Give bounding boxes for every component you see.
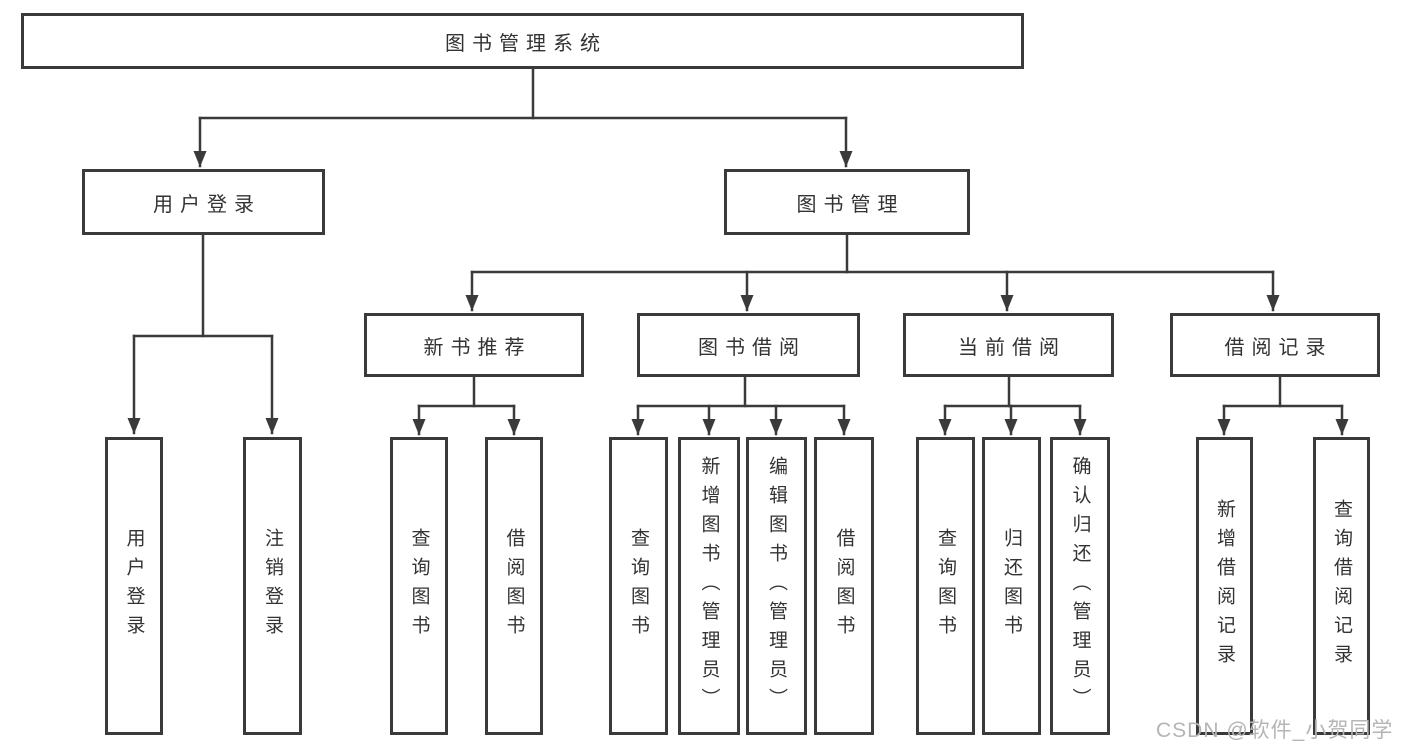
leaf-user-login: 用户登录 xyxy=(105,437,163,735)
node-book-borrow-label: 图书借阅 xyxy=(698,336,806,359)
node-user-login-branch-label: 用户登录 xyxy=(153,193,261,216)
leaf-confirm-return-admin-label: 确认归还（管理员） xyxy=(1069,455,1091,717)
node-borrow-records: 借阅记录 xyxy=(1170,313,1380,377)
leaf-edit-books-admin: 编辑图书（管理员） xyxy=(746,437,807,735)
node-book-borrow: 图书借阅 xyxy=(637,313,860,377)
connector-book-borrow xyxy=(631,375,851,436)
leaf-query-books-recommend: 查询图书 xyxy=(390,437,448,735)
leaf-query-books-borrow: 查询图书 xyxy=(609,437,668,735)
leaf-query-books-current-label: 查询图书 xyxy=(935,528,956,644)
connector-new-book xyxy=(412,375,521,436)
leaf-user-login-label: 用户登录 xyxy=(123,528,145,644)
leaf-borrow-books-recommend: 借阅图书 xyxy=(485,437,543,735)
leaf-return-books: 归还图书 xyxy=(982,437,1041,735)
leaf-query-books-borrow-label: 查询图书 xyxy=(628,528,649,644)
node-user-login-branch: 用户登录 xyxy=(82,169,325,235)
connector-borrow-records xyxy=(1217,375,1349,436)
node-current-borrow: 当前借阅 xyxy=(903,313,1114,377)
node-current-borrow-label: 当前借阅 xyxy=(958,336,1066,359)
leaf-borrow-books-label: 借阅图书 xyxy=(833,528,855,644)
node-borrow-records-label: 借阅记录 xyxy=(1224,336,1333,359)
node-new-book-recommend-label: 新书推荐 xyxy=(423,336,532,359)
leaf-confirm-return-admin: 确认归还（管理员） xyxy=(1050,437,1110,735)
node-book-mgmt-label: 图书管理 xyxy=(796,193,905,216)
leaf-query-books-recommend-label: 查询图书 xyxy=(408,528,430,644)
leaf-query-books-current: 查询图书 xyxy=(916,437,975,735)
connector-user-login xyxy=(127,233,279,435)
node-book-mgmt: 图书管理 xyxy=(724,169,970,235)
leaf-query-borrow-record: 查询借阅记录 xyxy=(1313,437,1370,735)
node-root: 图书管理系统 xyxy=(21,13,1024,69)
csdn-watermark: CSDN @软件_小贺同学 xyxy=(1156,719,1394,742)
leaf-add-books-admin-label: 新增图书（管理员） xyxy=(698,455,720,717)
leaf-edit-books-admin-label: 编辑图书（管理员） xyxy=(766,455,787,717)
connector-book-mgmt xyxy=(465,233,1280,312)
node-new-book-recommend: 新书推荐 xyxy=(364,313,584,377)
leaf-add-borrow-record-label: 新增借阅记录 xyxy=(1214,499,1235,673)
node-root-label: 图书管理系统 xyxy=(445,32,607,55)
leaf-logout-login-label: 注销登录 xyxy=(262,528,283,644)
leaf-logout-login: 注销登录 xyxy=(243,437,302,735)
leaf-return-books-label: 归还图书 xyxy=(1001,528,1022,644)
connector-root xyxy=(193,67,853,168)
leaf-borrow-books: 借阅图书 xyxy=(814,437,874,735)
leaf-add-books-admin: 新增图书（管理员） xyxy=(678,437,740,735)
leaf-query-borrow-record-label: 查询借阅记录 xyxy=(1331,499,1352,673)
connector-current-borrow xyxy=(938,375,1087,436)
leaf-borrow-books-recommend-label: 借阅图书 xyxy=(503,528,525,644)
leaf-add-borrow-record: 新增借阅记录 xyxy=(1196,437,1253,735)
